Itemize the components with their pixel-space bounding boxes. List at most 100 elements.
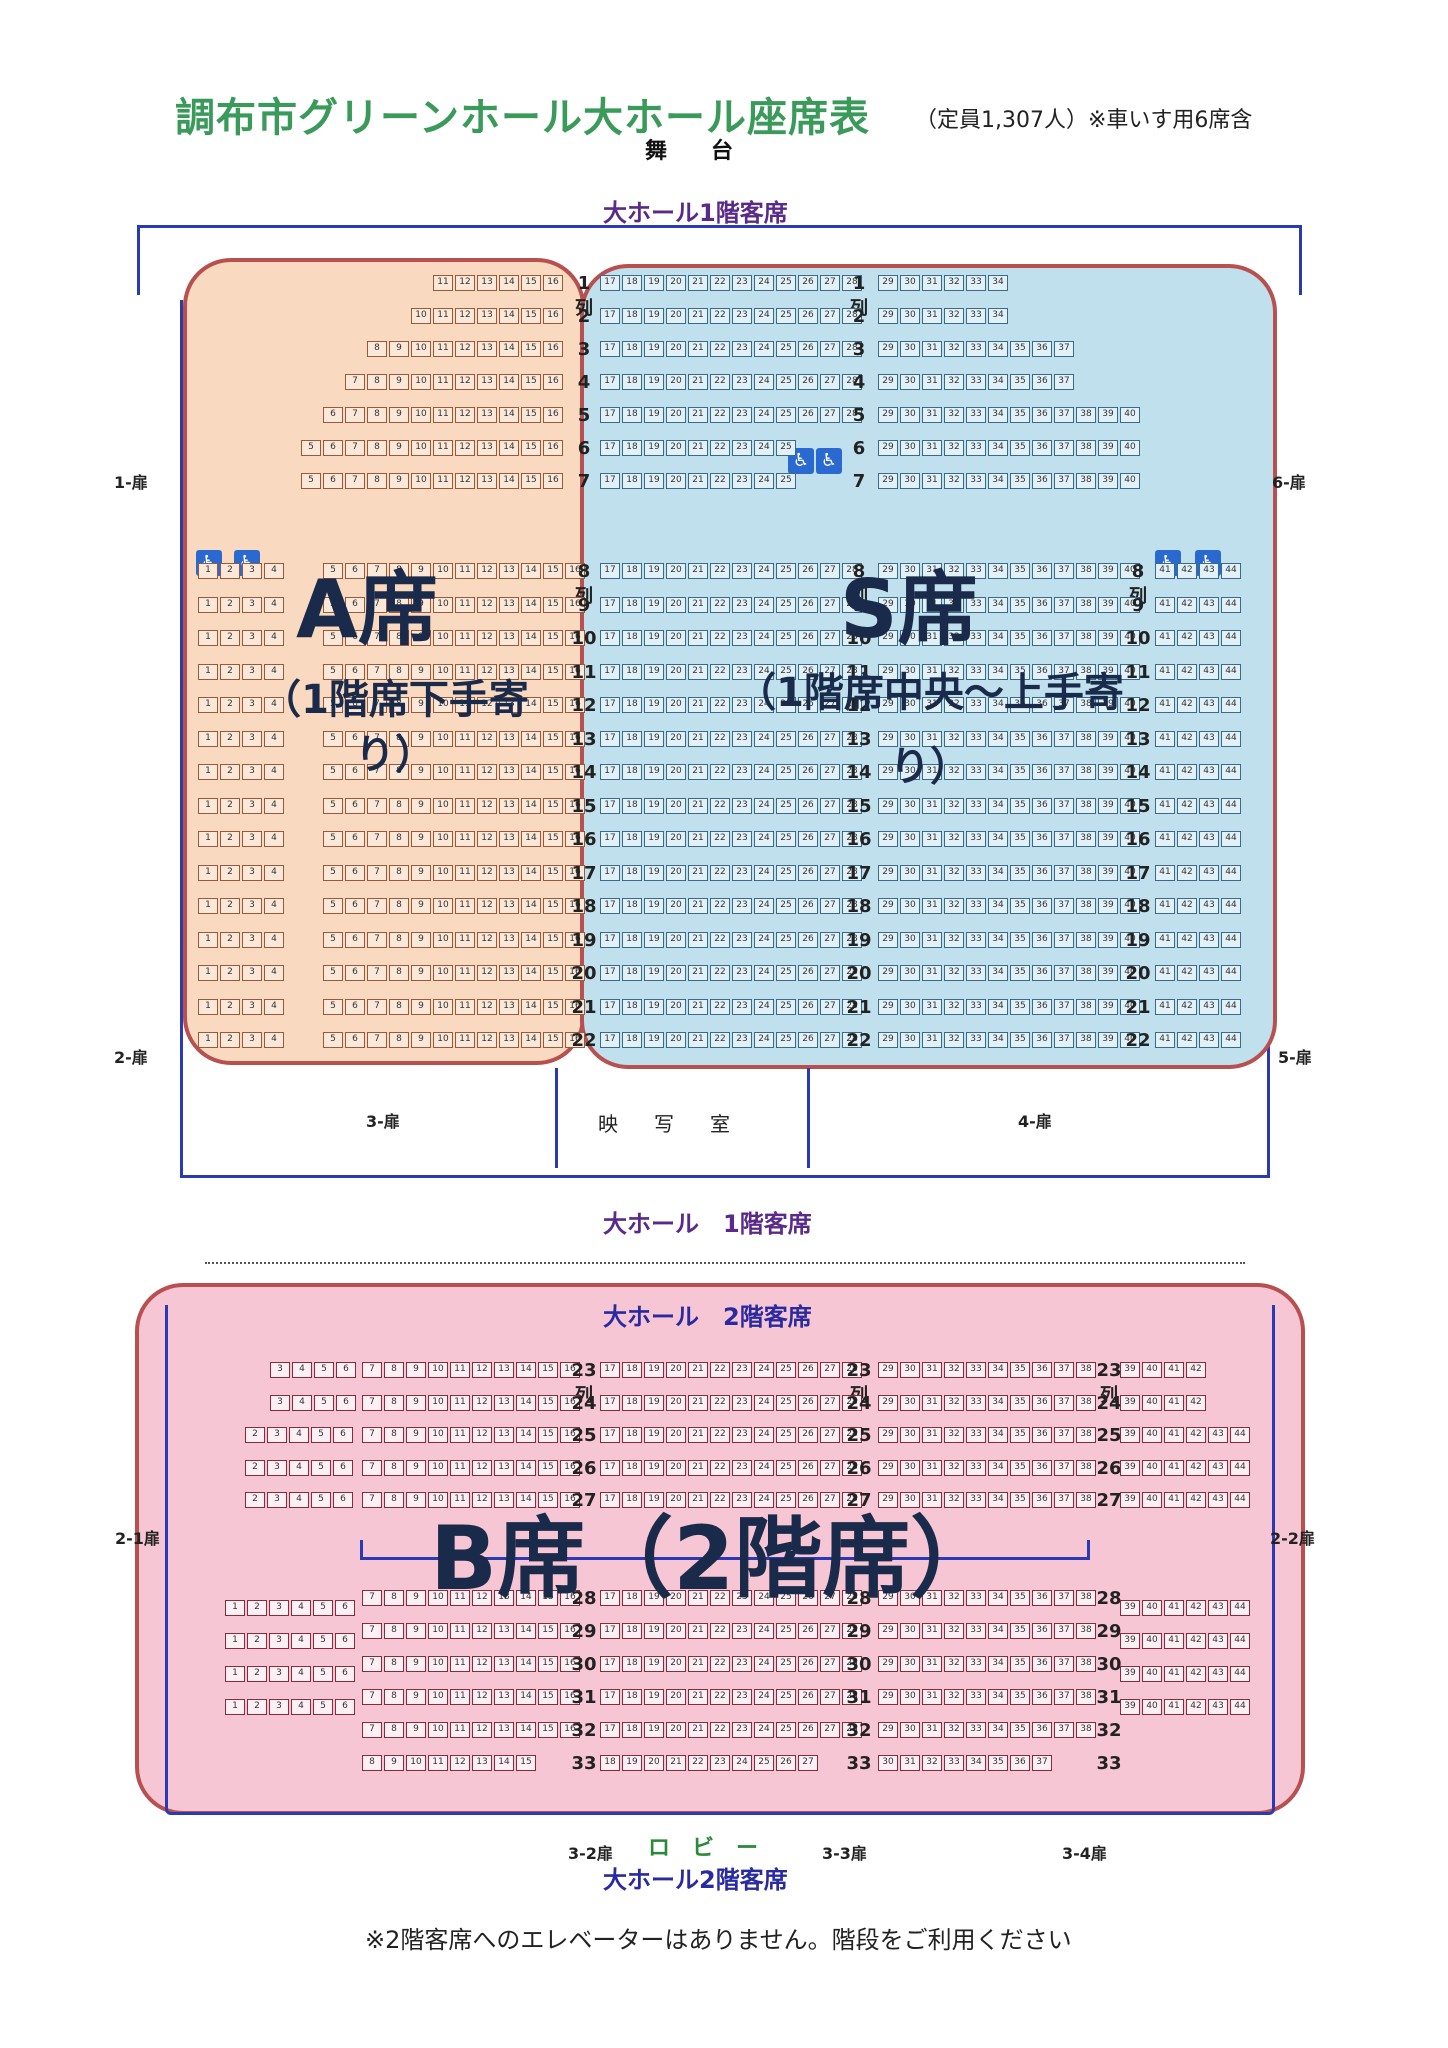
seat[interactable]: 32 xyxy=(944,831,964,847)
seat[interactable]: 10 xyxy=(433,764,453,780)
seat[interactable]: 30 xyxy=(900,797,920,814)
seat[interactable]: 16 xyxy=(565,797,585,814)
seat[interactable]: 7 xyxy=(367,965,387,981)
seat[interactable]: 10 xyxy=(433,563,453,579)
seat[interactable]: 36 xyxy=(1032,898,1052,914)
seat[interactable]: 19 xyxy=(644,473,664,489)
seat[interactable]: 16 xyxy=(543,473,563,489)
seat[interactable]: 17 xyxy=(600,730,620,747)
seat[interactable]: 25 xyxy=(776,1590,796,1606)
seat[interactable]: 16 xyxy=(565,965,585,981)
seat[interactable]: 27 xyxy=(820,275,840,291)
seat[interactable]: 42 xyxy=(1177,965,1197,981)
seat[interactable]: 14 xyxy=(516,1427,536,1443)
seat[interactable]: 23 xyxy=(732,1032,752,1048)
seat[interactable]: 18 xyxy=(622,1656,642,1672)
seat[interactable]: 29 xyxy=(878,931,898,948)
seat[interactable]: 32 xyxy=(944,341,964,357)
seat[interactable]: 38 xyxy=(1076,1032,1096,1048)
seat[interactable]: 25 xyxy=(776,1394,796,1411)
seat[interactable]: 28 xyxy=(842,563,862,579)
seat[interactable]: 32 xyxy=(944,1590,964,1606)
seat[interactable]: 33 xyxy=(944,1755,964,1771)
seat[interactable]: 7 xyxy=(367,764,387,780)
seat[interactable]: 19 xyxy=(644,797,664,814)
seat[interactable]: 41 xyxy=(1155,864,1175,881)
seat[interactable]: 14 xyxy=(516,1492,536,1508)
seat[interactable]: 20 xyxy=(666,630,686,646)
seat[interactable]: 29 xyxy=(878,1459,898,1476)
seat[interactable]: 7 xyxy=(367,563,387,579)
seat[interactable]: 5 xyxy=(311,1492,331,1508)
seat[interactable]: 21 xyxy=(688,440,708,456)
seat[interactable]: 20 xyxy=(666,275,686,291)
seat[interactable]: 8 xyxy=(384,1656,404,1672)
seat[interactable]: 10 xyxy=(433,797,453,814)
seat[interactable]: 3 xyxy=(242,563,262,579)
seat[interactable]: 44 xyxy=(1230,1459,1250,1476)
seat[interactable]: 29 xyxy=(878,341,898,357)
seat[interactable]: 18 xyxy=(622,1427,642,1443)
seat[interactable]: 29 xyxy=(878,1427,898,1443)
seat[interactable]: 42 xyxy=(1177,663,1197,680)
seat[interactable]: 37 xyxy=(1054,1394,1074,1411)
seat[interactable]: 18 xyxy=(622,998,642,1015)
seat[interactable]: 24 xyxy=(754,341,774,357)
seat[interactable]: 38 xyxy=(1076,898,1096,914)
seat[interactable]: 32 xyxy=(944,596,964,613)
seat[interactable]: 30 xyxy=(900,1689,920,1705)
seat[interactable]: 38 xyxy=(1076,1459,1096,1476)
seat[interactable]: 25 xyxy=(776,1656,796,1672)
seat[interactable]: 16 xyxy=(565,931,585,948)
seat[interactable]: 1 xyxy=(198,965,218,981)
seat[interactable]: 21 xyxy=(688,764,708,780)
seat[interactable]: 8 xyxy=(367,440,387,456)
seat[interactable]: 38 xyxy=(1076,1427,1096,1443)
seat[interactable]: 12 xyxy=(477,998,497,1015)
seat[interactable]: 29 xyxy=(878,831,898,847)
seat[interactable]: 23 xyxy=(732,663,752,680)
seat[interactable]: 22 xyxy=(688,1755,708,1771)
seat[interactable]: 42 xyxy=(1177,730,1197,747)
seat[interactable]: 28 xyxy=(842,1032,862,1048)
seat[interactable]: 37 xyxy=(1054,374,1074,390)
seat[interactable]: 24 xyxy=(754,898,774,914)
seat[interactable]: 12 xyxy=(472,1656,492,1672)
seat[interactable]: 17 xyxy=(600,998,620,1015)
seat[interactable]: 18 xyxy=(622,864,642,881)
seat[interactable]: 1 xyxy=(198,563,218,579)
seat[interactable]: 36 xyxy=(1032,1032,1052,1048)
seat[interactable]: 42 xyxy=(1186,1427,1206,1443)
seat[interactable]: 31 xyxy=(922,563,942,579)
seat[interactable]: 19 xyxy=(644,764,664,780)
seat[interactable]: 27 xyxy=(820,630,840,646)
seat[interactable]: 9 xyxy=(406,1689,426,1705)
seat[interactable]: 21 xyxy=(688,275,708,291)
seat[interactable]: 28 xyxy=(842,764,862,780)
seat[interactable]: 2 xyxy=(245,1492,265,1508)
seat[interactable]: 18 xyxy=(622,1689,642,1705)
seat[interactable]: 32 xyxy=(944,697,964,713)
seat[interactable]: 40 xyxy=(1142,1427,1162,1443)
seat[interactable]: 25 xyxy=(776,341,796,357)
seat[interactable]: 36 xyxy=(1032,341,1052,357)
seat[interactable]: 36 xyxy=(1032,1427,1052,1443)
seat[interactable]: 30 xyxy=(900,308,920,324)
seat[interactable]: 18 xyxy=(622,341,642,357)
seat[interactable]: 15 xyxy=(543,764,563,780)
seat[interactable]: 19 xyxy=(644,596,664,613)
seat[interactable]: 1 xyxy=(198,864,218,881)
seat[interactable]: 22 xyxy=(710,374,730,390)
seat[interactable]: 34 xyxy=(988,1722,1008,1738)
seat[interactable]: 7 xyxy=(345,440,365,456)
seat[interactable]: 25 xyxy=(776,407,796,423)
seat[interactable]: 23 xyxy=(732,831,752,847)
seat[interactable]: 16 xyxy=(560,1492,580,1508)
seat[interactable]: 10 xyxy=(411,440,431,456)
seat[interactable]: 40 xyxy=(1120,1032,1140,1048)
seat[interactable]: 10 xyxy=(428,1590,448,1606)
seat[interactable]: 14 xyxy=(516,1459,536,1476)
seat[interactable]: 25 xyxy=(776,1722,796,1738)
seat[interactable]: 42 xyxy=(1177,764,1197,780)
seat[interactable]: 36 xyxy=(1032,1722,1052,1738)
